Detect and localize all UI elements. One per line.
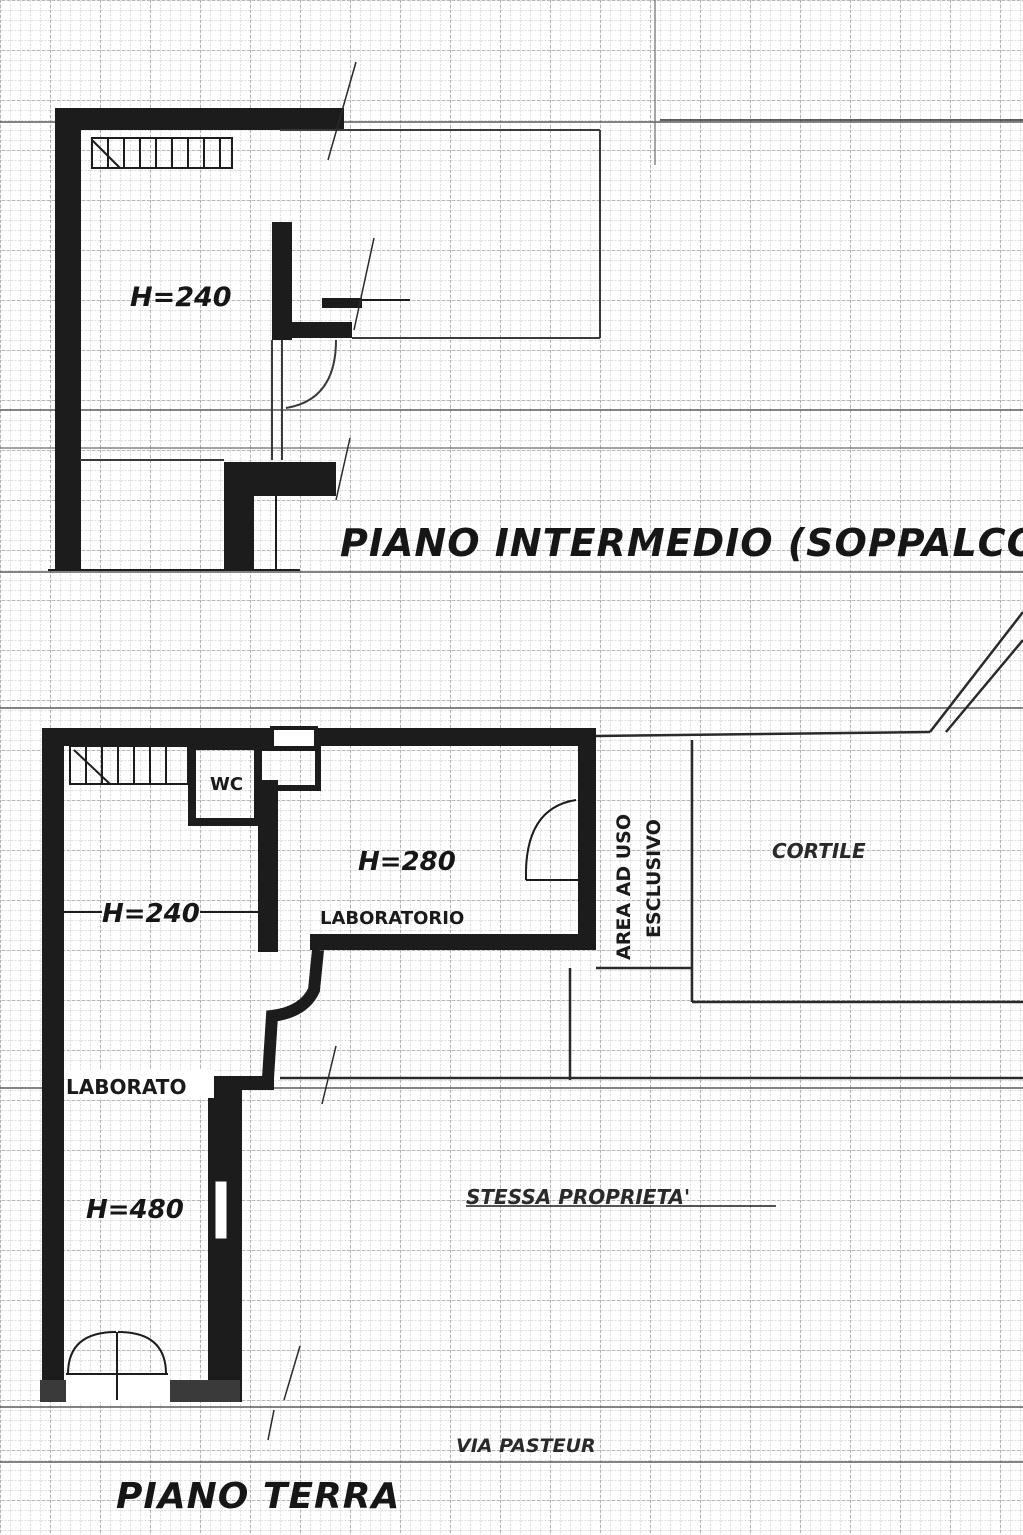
ground-wall-partition: [258, 780, 278, 952]
mezzanine-stairs: [91, 137, 233, 169]
ground-floor-title: PIANO TERRA: [116, 1476, 400, 1517]
lab-label-left: LABORATO: [66, 1075, 186, 1099]
mezzanine-wall-inner: [272, 222, 292, 340]
exclusive-area-label: AREA AD USO ESCLUSIVO: [613, 814, 665, 960]
ground-wall-lab-bottom: [310, 934, 592, 950]
ground-wall-left: [42, 728, 64, 1400]
ground-height-left: H=240: [102, 899, 200, 929]
mezzanine-plan: H=240 PIANO INTERMEDIO (SOPPALCO): [48, 61, 1023, 571]
courtyard-label: CORTILE: [772, 839, 866, 863]
ground-height-front: H=480: [86, 1195, 184, 1225]
wc-room: WC: [188, 726, 321, 826]
entrance-door: [66, 1331, 168, 1400]
other-property-label: STESSA PROPRIETA': [466, 1185, 690, 1209]
lab-label: LABORATORIO: [320, 908, 464, 929]
ground-wall-right-lab: [578, 738, 596, 950]
ground-floor-plan: WC: [40, 611, 1023, 1517]
mezzanine-height-label: H=240: [130, 282, 232, 313]
mezzanine-title: PIANO INTERMEDIO (SOPPALCO): [340, 521, 1023, 565]
svg-text:AREA AD USO: AREA AD USO: [613, 814, 635, 960]
svg-text:ESCLUSIVO: ESCLUSIVO: [643, 819, 665, 938]
mezzanine-wall-left: [55, 108, 81, 570]
mezzanine-wall-top: [62, 108, 344, 130]
ground-wall-corridor: [262, 949, 324, 1079]
street-label: VIA PASTEUR: [456, 1435, 596, 1457]
ground-wall-top: [46, 728, 596, 746]
wc-label: WC: [210, 774, 243, 795]
ground-stairs: [69, 745, 189, 785]
ground-height-lab: H=280: [358, 847, 456, 877]
